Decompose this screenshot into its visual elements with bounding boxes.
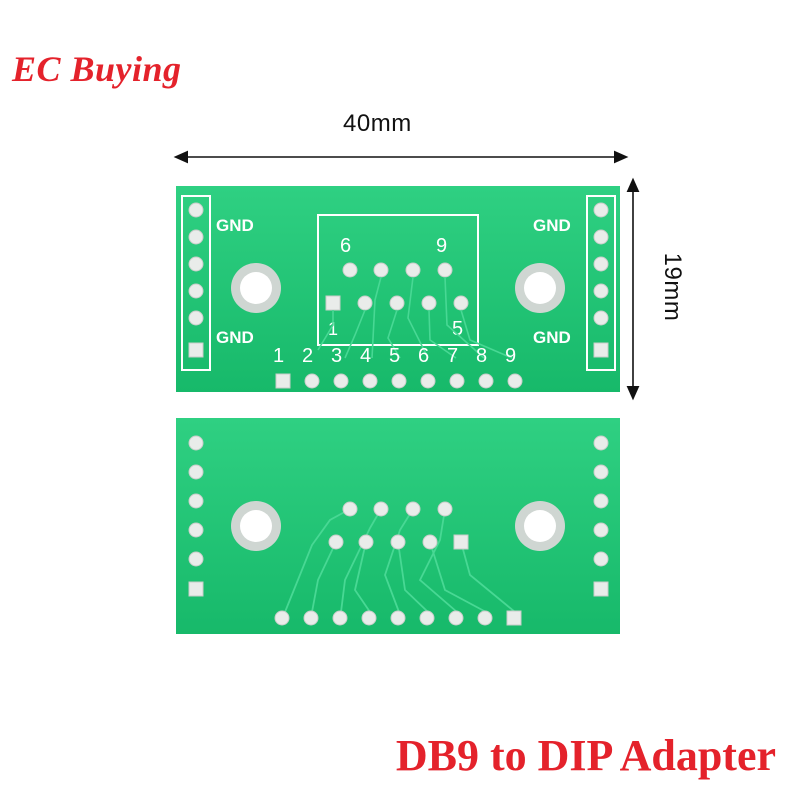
db9-pads-bottom: [328, 501, 469, 550]
right-header-pads: [593, 202, 609, 358]
traces-top: [317, 276, 513, 359]
connector-pin-label-1: 1: [328, 319, 338, 339]
pin-number-4: 4: [360, 345, 371, 367]
bottom-side-left-pads: [188, 435, 204, 597]
gnd-label-bottom-left: GND: [216, 328, 254, 347]
pcb-bottom-side: [176, 418, 620, 634]
pin-number-9: 9: [505, 345, 516, 367]
left-header-outline: [181, 195, 211, 371]
pin-number-labels: 1 2 3 4 5 6 7 8 9: [273, 345, 516, 367]
db9-pads-top: [325, 262, 469, 311]
pcb-top-side: GND GND GND GND 6 9 1 5: [176, 186, 620, 392]
width-dimension-label: 40mm: [343, 110, 412, 137]
bottom-row-pads-bottom: [274, 610, 522, 626]
bottom-row-pads-top: [275, 373, 523, 389]
product-caption: DB9 to DIP Adapter: [395, 731, 776, 780]
pin-number-2: 2: [302, 345, 313, 367]
pin-number-3: 3: [331, 345, 342, 367]
traces-bottom: [284, 508, 516, 613]
brand-logo-text: EC Buying: [12, 49, 182, 89]
pin-number-5: 5: [389, 345, 400, 367]
pin-number-1: 1: [273, 345, 284, 367]
mounting-holes-bottom: [231, 501, 565, 551]
pin-number-6: 6: [418, 345, 429, 367]
pin-number-7: 7: [447, 345, 458, 367]
pin-number-8: 8: [476, 345, 487, 367]
connector-pin-label-6: 6: [340, 235, 351, 257]
left-header-pads: [188, 202, 204, 358]
gnd-label-bottom-right: GND: [533, 328, 571, 347]
mounting-holes-top: [231, 263, 565, 313]
gnd-label-top-right: GND: [533, 216, 571, 235]
right-header-outline: [586, 195, 616, 371]
connector-pin-label-5: 5: [452, 318, 463, 340]
bottom-side-right-pads: [593, 435, 609, 597]
connector-pin-label-9: 9: [436, 235, 447, 257]
db9-connector-outline: [317, 214, 479, 346]
gnd-label-top-left: GND: [216, 216, 254, 235]
